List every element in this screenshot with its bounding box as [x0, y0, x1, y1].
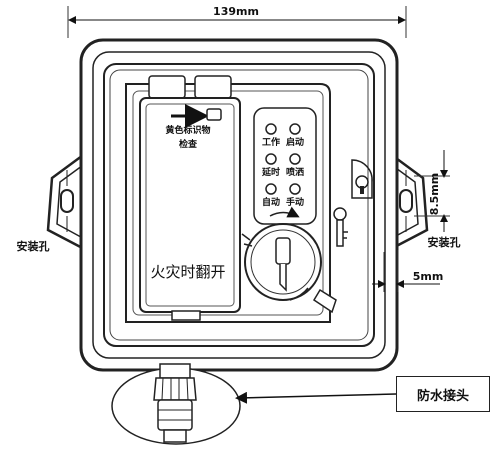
- fire-flip-label: 火灾时翻开: [150, 263, 225, 281]
- keyhole-icon: [351, 159, 373, 199]
- indicator-label-delay: 延时: [261, 166, 280, 178]
- edge-offset-dimension: 5mm: [372, 250, 443, 292]
- indicator-panel: 工作 启动 延时 喷洒 自动 手动: [253, 107, 317, 225]
- width-dimension: 139mm: [67, 5, 407, 38]
- flip-cover: 黄色标识物 检查 火灾时翻开: [139, 75, 241, 321]
- yellow-mark-label-1: 黄色标识物: [165, 124, 210, 136]
- edge-offset-label: 5mm: [413, 270, 444, 283]
- rotate-arrow-icon: [269, 206, 300, 218]
- hole-offset-label: 8.5mm: [428, 173, 441, 215]
- indicator-light-manual: [289, 183, 301, 195]
- hole-offset-dimension: 8.5mm: [414, 150, 450, 232]
- mount-hole-left-label: 安装孔: [17, 239, 50, 253]
- indicator-light-start: [289, 123, 301, 135]
- waterproof-connector: [111, 363, 241, 445]
- mount-hole-right-label: 安装孔: [428, 235, 461, 249]
- width-label: 139mm: [213, 5, 259, 18]
- yellow-mark-window: [206, 108, 222, 121]
- waterproof-connector-label: 防水接头: [396, 376, 490, 412]
- spare-key-icon: [333, 207, 348, 247]
- yellow-mark-label-2: 检查: [179, 138, 198, 150]
- indicator-light-work: [265, 123, 277, 135]
- waterproof-pointer-arrow: [235, 391, 397, 404]
- indicator-label-manual: 手动: [286, 196, 304, 208]
- indicator-label-work: 工作: [262, 136, 280, 148]
- indicator-label-start: 启动: [286, 136, 304, 148]
- indicator-label-spray: 喷洒: [286, 166, 304, 178]
- right-mount-hole: [399, 189, 413, 213]
- indicator-light-spray: [289, 153, 301, 165]
- indicator-light-delay: [265, 153, 277, 165]
- indicator-label-auto: 自动: [262, 196, 280, 208]
- key-slot-icon: [275, 237, 291, 265]
- indicator-light-auto: [265, 183, 277, 195]
- left-mount-hole: [60, 189, 74, 213]
- key-lock: [241, 223, 337, 314]
